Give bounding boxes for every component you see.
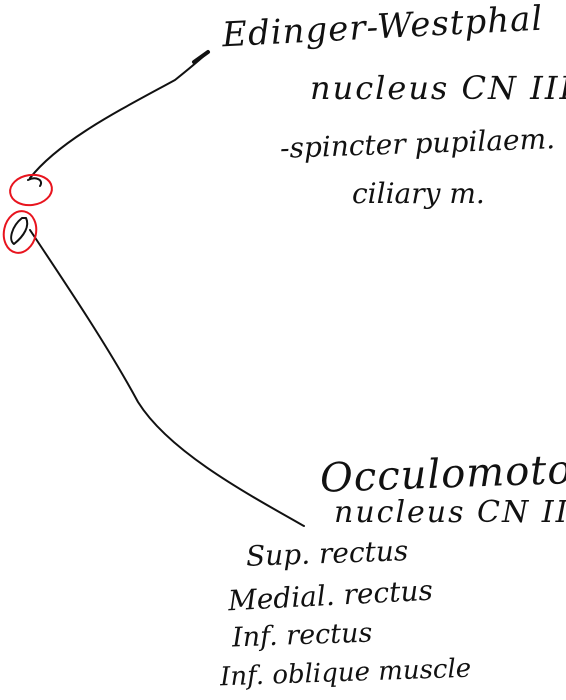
lower-nucleus-mark <box>10 217 29 245</box>
upper-nucleus-circle <box>9 173 53 207</box>
oculomotor-nucleus-label: nucleus CN III <box>334 495 566 530</box>
upper-nucleus-mark <box>27 177 42 187</box>
edinger-westphal-nucleus-label: nucleus CN III <box>310 69 566 107</box>
oculomotor-title: Occulomotor <box>319 446 566 502</box>
muscle-item-superior-rectus: Sup. rectus <box>245 534 409 573</box>
lower-connector-line <box>29 229 305 527</box>
lower-nucleus-circle <box>2 210 38 254</box>
upper-connector-tick <box>192 50 210 64</box>
muscle-item-inferior-rectus: Inf. rectus <box>231 617 373 654</box>
upper-connector-line <box>29 53 207 179</box>
ciliary-muscle-label: ciliary m. <box>352 177 485 210</box>
